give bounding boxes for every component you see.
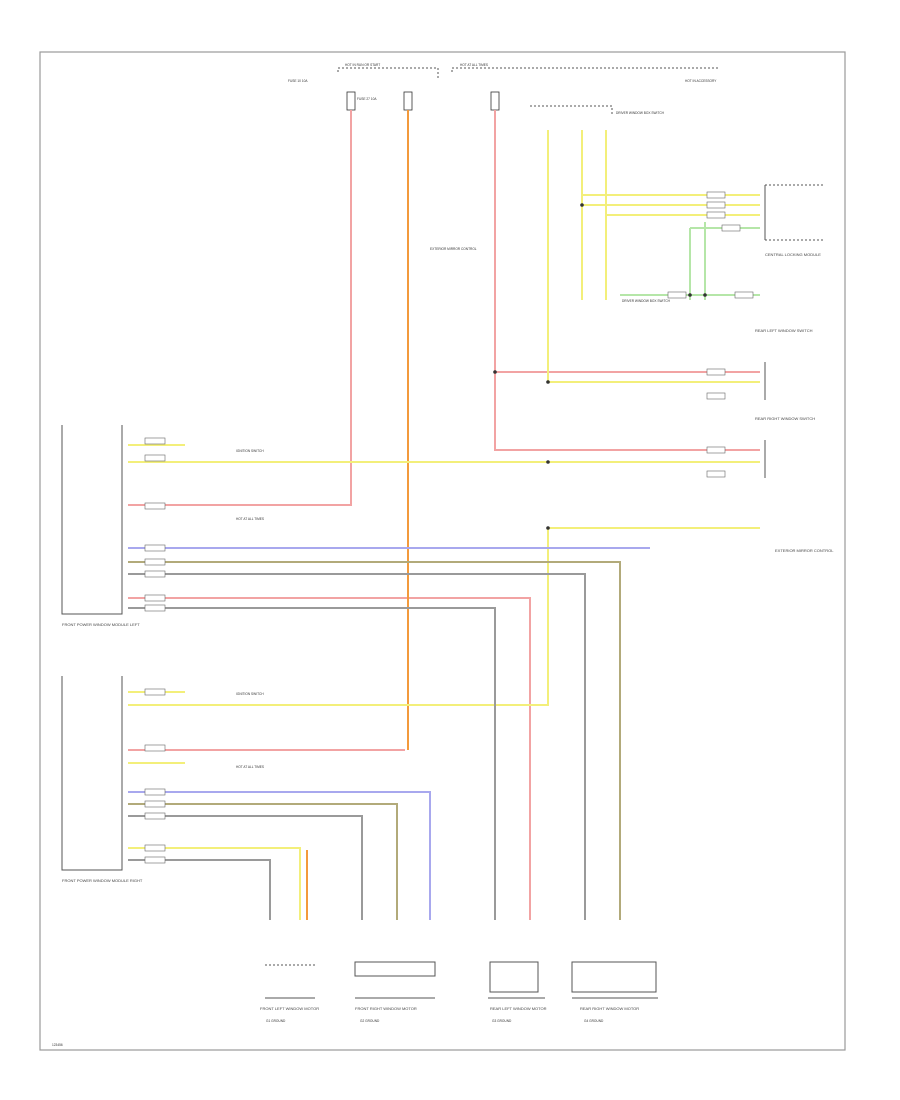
hot-at-all-times-label: HOT AT ALL TIMES bbox=[460, 63, 488, 67]
ground-g1-label: G1 GROUND bbox=[266, 1019, 286, 1023]
callout-hot-1: HOT AT ALL TIMES bbox=[236, 517, 264, 521]
fuse-a bbox=[346, 91, 356, 111]
driver-window-box-label: DRIVER WINDOW BOX SWITCH bbox=[616, 111, 665, 115]
connector-tags bbox=[144, 191, 754, 864]
rear-right-motor: REAR RIGHT WINDOW MOTOR bbox=[571, 961, 658, 1011]
exterior-mirror: EXTERIOR MIRROR CONTROL bbox=[775, 548, 834, 553]
rear-right-motor-label: REAR RIGHT WINDOW MOTOR bbox=[580, 1006, 639, 1011]
yellow-wires bbox=[128, 130, 760, 920]
rear-right-window-switch: REAR RIGHT WINDOW SWITCH bbox=[755, 416, 815, 478]
fuse-b bbox=[403, 91, 413, 111]
power-source-header-left: HOT IN RUN OR START FUSE 10 10A bbox=[288, 63, 439, 83]
front-left-motor-label: FRONT LEFT WINDOW MOTOR bbox=[260, 1006, 319, 1011]
callout-ignition-2: IGNITION SWITCH bbox=[236, 692, 264, 696]
front-power-window-right-module: FRONT POWER WINDOW MODULE RIGHT bbox=[61, 676, 143, 883]
fuse-a-label: FUSE 10 10A bbox=[288, 79, 308, 83]
callout-ignition-1: IGNITION SWITCH bbox=[236, 449, 264, 453]
front-left-motor: FRONT LEFT WINDOW MOTOR bbox=[260, 964, 319, 1011]
central-lock-module: CENTRAL LOCKING MODULE bbox=[764, 184, 825, 257]
orange-power-feed bbox=[306, 110, 409, 920]
ground-g4-label: G4 GROUND bbox=[584, 1019, 604, 1023]
fuse-c bbox=[490, 91, 500, 111]
olive-wires bbox=[128, 561, 621, 920]
front-right-motor: FRONT RIGHT WINDOW MOTOR bbox=[354, 961, 436, 1011]
rear-left-motor: REAR LEFT WINDOW MOTOR bbox=[488, 961, 547, 1011]
diagram-frame bbox=[39, 51, 846, 1051]
splice-nodes bbox=[493, 203, 707, 530]
rear-left-motor-label: REAR LEFT WINDOW MOTOR bbox=[490, 1006, 547, 1011]
rear-left-window-switch: REAR LEFT WINDOW SWITCH bbox=[755, 328, 813, 400]
hot-in-accessory-label: HOT IN ACCESSORY bbox=[685, 79, 717, 83]
fuse-c-label: FUSE 27 10A bbox=[357, 97, 377, 101]
hot-run-start-label: HOT IN RUN OR START bbox=[345, 63, 380, 67]
mirror-control-vertical-label: EXTERIOR MIRROR CONTROL bbox=[430, 247, 477, 251]
power-source-header-right: HOT AT ALL TIMES HOT IN ACCESSORY DRIVER… bbox=[451, 63, 720, 116]
callout-hot-2: HOT AT ALL TIMES bbox=[236, 765, 264, 769]
green-wires bbox=[620, 222, 760, 300]
front-right-motor-label: FRONT RIGHT WINDOW MOTOR bbox=[355, 1006, 417, 1011]
red-power-feed bbox=[128, 110, 760, 920]
front-power-window-left-label: FRONT POWER WINDOW MODULE LEFT bbox=[62, 622, 140, 627]
front-power-window-left-module: FRONT POWER WINDOW MODULE LEFT bbox=[61, 425, 140, 627]
driver-window-box-sub-label: DRIVER WINDOW BOX SWITCH bbox=[622, 299, 671, 303]
exterior-mirror-label: EXTERIOR MIRROR CONTROL bbox=[775, 548, 834, 553]
rear-right-switch-label: REAR RIGHT WINDOW SWITCH bbox=[755, 416, 815, 421]
rear-left-switch-label: REAR LEFT WINDOW SWITCH bbox=[755, 328, 813, 333]
ground-g3-label: G3 GROUND bbox=[492, 1019, 512, 1023]
gray-wires bbox=[128, 573, 586, 920]
central-lock-label: CENTRAL LOCKING MODULE bbox=[765, 252, 821, 257]
ground-g2-label: G2 GROUND bbox=[360, 1019, 380, 1023]
diagram-code: 123456 bbox=[52, 1043, 63, 1047]
front-power-window-right-label: FRONT POWER WINDOW MODULE RIGHT bbox=[62, 878, 143, 883]
blue-wires bbox=[128, 547, 650, 920]
